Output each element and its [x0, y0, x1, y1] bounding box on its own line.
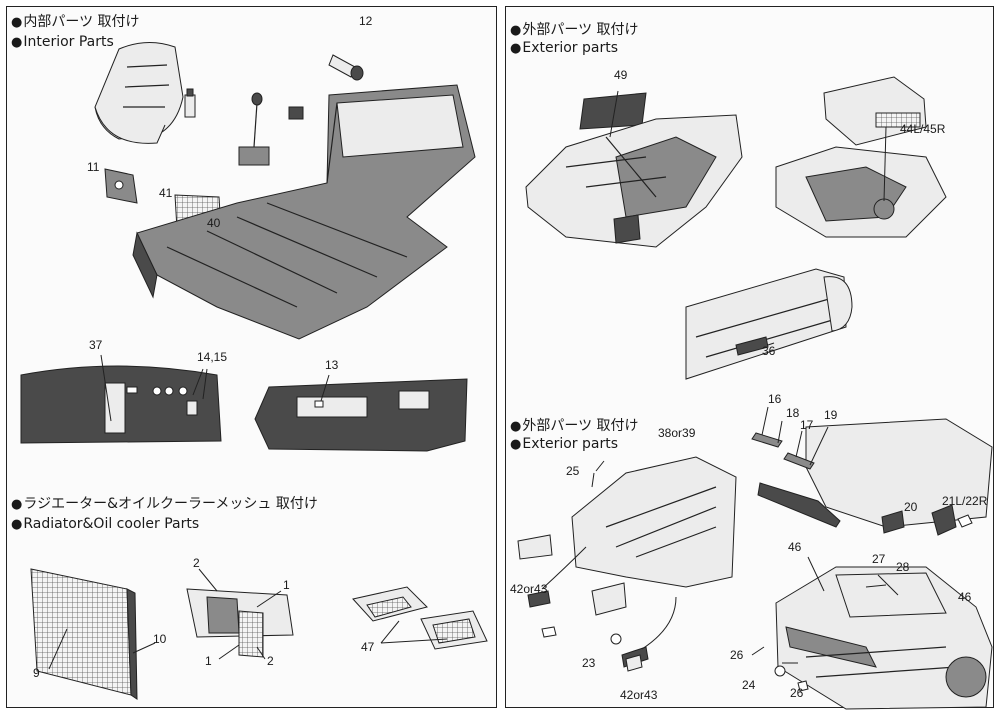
- exterior-heading-ja: ●外部パーツ 取付け: [510, 22, 639, 38]
- radiator-heading-ja: ●ラジエーター&オイルクーラーメッシュ 取付け: [11, 496, 318, 512]
- callout-21l-22r: 21L/22R: [942, 494, 988, 508]
- callout-27: 27: [872, 552, 886, 566]
- callout-2-bottom: 2: [267, 654, 274, 668]
- interior-floor-pan: [132, 84, 476, 340]
- callout-44l-45r: 44L/45R: [900, 122, 946, 136]
- racing-seat: [94, 42, 184, 144]
- interior-heading-ja: ●内部パーツ 取付け: [11, 14, 140, 30]
- oil-cooler-assembly: [186, 568, 294, 660]
- bullet-icon: ●: [11, 15, 23, 30]
- door-panel: [254, 374, 468, 452]
- callout-18: 18: [786, 406, 800, 420]
- rear-spoiler-assembly: [751, 406, 993, 536]
- callout-16: 16: [768, 392, 782, 406]
- exterior2-heading-ja: ●外部パーツ 取付け: [510, 418, 639, 434]
- callout-20: 20: [904, 500, 918, 514]
- callout-23: 23: [582, 656, 596, 670]
- interior-parts-illustration: [20, 42, 488, 700]
- bullet-icon: ●: [510, 23, 522, 38]
- engine-bay-front: [525, 90, 743, 248]
- radiator-heading-en: ●Radiator&Oil cooler Parts: [11, 516, 200, 532]
- callout-13: 13: [325, 358, 339, 372]
- callout-41: 41: [159, 186, 173, 200]
- callout-19: 19: [824, 408, 838, 422]
- callout-42or43-bottom: 42or43: [620, 688, 658, 702]
- car-side-rocker: [685, 268, 853, 380]
- callout-38or39: 38or39: [658, 426, 696, 440]
- callout-1-top: 1: [283, 578, 290, 592]
- callout-42or43-top: 42or43: [510, 582, 548, 596]
- callout-24: 24: [742, 678, 756, 692]
- callout-26-left: 26: [730, 648, 744, 662]
- callout-1-bottom: 1: [205, 654, 212, 668]
- duct-parts-47: [352, 586, 488, 650]
- interior-heading-en: ●Interior Parts: [11, 34, 114, 50]
- callout-36: 36: [762, 344, 776, 358]
- bullet-icon: ●: [11, 35, 23, 50]
- callout-9: 9: [33, 666, 40, 680]
- callout-14-15: 14,15: [197, 350, 228, 364]
- bullet-icon: ●: [11, 497, 23, 512]
- callout-37: 37: [89, 338, 103, 352]
- callout-46-right: 46: [958, 590, 972, 604]
- bullet-icon: ●: [11, 517, 23, 532]
- bracket-part: [288, 106, 304, 120]
- radiator-part: [30, 568, 156, 700]
- exterior2-heading-en: ●Exterior parts: [510, 436, 618, 452]
- callout-28: 28: [896, 560, 910, 574]
- callout-17: 17: [800, 418, 814, 432]
- engine-bay-rear: [775, 76, 947, 238]
- shift-lever: [238, 92, 270, 166]
- callout-47: 47: [361, 640, 375, 654]
- exterior-parts-illustration: [517, 76, 993, 710]
- part-12-canister: [328, 54, 364, 81]
- callout-11: 11: [87, 160, 100, 174]
- callout-40: 40: [207, 216, 221, 230]
- callout-12: 12: [359, 14, 373, 28]
- exterior-panel: ●外部パーツ 取付け ●Exterior parts ●外部パーツ 取付け ●E…: [505, 6, 994, 710]
- front-car-body: [517, 456, 737, 672]
- dashboard-part: [20, 354, 222, 444]
- interior-and-radiator-panel: ●内部パーツ 取付け ●Interior Parts ●ラジエーター&オイルクー…: [6, 6, 497, 708]
- bullet-icon: ●: [510, 41, 522, 56]
- callout-25: 25: [566, 464, 580, 478]
- callout-2-top: 2: [193, 556, 200, 570]
- part-11-bracket: [104, 168, 138, 204]
- exterior-heading-en: ●Exterior parts: [510, 40, 618, 56]
- bullet-icon: ●: [510, 419, 522, 434]
- callout-49: 49: [614, 68, 628, 82]
- callout-46-left: 46: [788, 540, 802, 554]
- callout-26-bottom: 26: [790, 686, 804, 700]
- rear-car-body: [751, 556, 993, 710]
- bullet-icon: ●: [510, 437, 522, 452]
- callout-10: 10: [153, 632, 167, 646]
- fire-extinguisher: [184, 88, 196, 118]
